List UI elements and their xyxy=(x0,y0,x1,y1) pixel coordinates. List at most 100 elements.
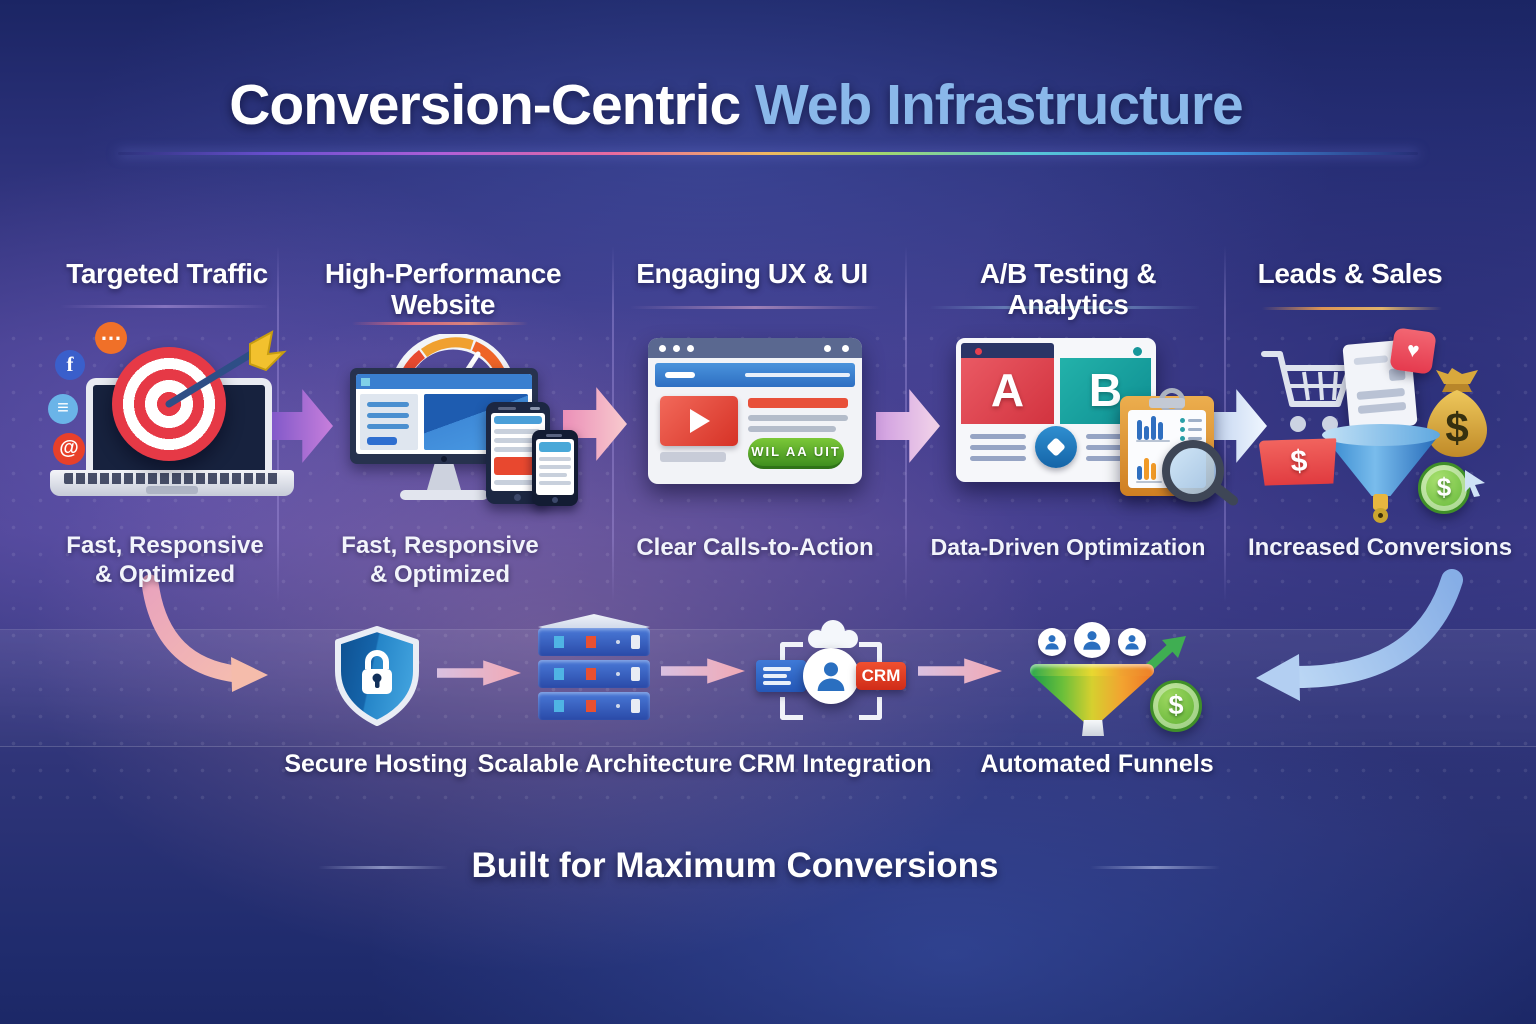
monitor-logo-chip xyxy=(361,378,370,386)
cloud-icon xyxy=(808,620,858,648)
lead-avatar xyxy=(1118,628,1146,656)
pipeline-label-secure-hosting: Secure Hosting xyxy=(284,750,468,778)
coin-icon: $ xyxy=(1150,680,1202,732)
heading-underline xyxy=(1262,307,1442,310)
pipeline-label-scalable-architecture: Scalable Architecture xyxy=(477,750,733,778)
window-dot xyxy=(687,345,694,352)
funnel-rim xyxy=(1030,664,1154,677)
window-dot xyxy=(1133,347,1142,356)
stage-caption-ab-testing: Data-Driven Optimization xyxy=(930,534,1206,560)
facebook-icon: f xyxy=(55,350,85,380)
curved-arrow-right xyxy=(1256,569,1463,701)
window-dot xyxy=(975,348,982,355)
monitor-screen xyxy=(356,374,532,454)
footer-line-left xyxy=(318,866,448,869)
clipboard-clip xyxy=(1149,398,1185,408)
monitor-camera-dot xyxy=(441,456,447,462)
dollar-sign: $ xyxy=(1445,404,1468,451)
bracket-corner xyxy=(780,697,803,720)
lead-avatar xyxy=(1038,628,1066,656)
cursor-icon xyxy=(1465,470,1485,497)
curved-arrow-left xyxy=(141,574,268,692)
browser-title-bar xyxy=(648,338,862,358)
toggle-diamond-icon xyxy=(1035,426,1077,468)
page-title-main: Conversion-Centric xyxy=(229,73,756,137)
dollar-sign: $ xyxy=(1289,444,1309,479)
footer-tagline: Built for Maximum Conversions xyxy=(471,846,999,885)
monitor-base xyxy=(400,490,488,500)
browser-window-icon: WIL AA UIT xyxy=(648,338,862,484)
page-title-accent: Web Infrastructure xyxy=(755,73,1244,137)
lead-avatar xyxy=(1074,622,1110,658)
price-tag-icon: $ xyxy=(1258,435,1339,488)
stage-heading-engaging-ux: Engaging UX & UI xyxy=(636,258,868,289)
play-button-icon xyxy=(690,409,710,433)
high-performance-illustration xyxy=(340,330,590,515)
heading-underline xyxy=(630,306,880,309)
crm-badge: CRM xyxy=(856,662,906,690)
dart-icon xyxy=(165,330,287,408)
server-unit xyxy=(538,660,650,688)
person-icon xyxy=(1045,635,1059,650)
variant-a-panel: A xyxy=(961,358,1054,424)
stage-caption-engaging-ux: Clear Calls-to-Action xyxy=(636,534,874,561)
cta-button: WIL AA UIT xyxy=(748,438,844,469)
tablet-home-button xyxy=(514,494,521,501)
facebook-glyph: f xyxy=(66,352,74,376)
stage-caption-targeted-traffic: Fast, Responsive & Optimized xyxy=(66,532,264,588)
chat-glyph: … xyxy=(100,320,122,345)
at-glyph: @ xyxy=(59,437,79,459)
laptop-touchpad xyxy=(146,486,198,494)
phone-icon xyxy=(532,430,578,506)
heart-glyph: ♥ xyxy=(1405,338,1421,363)
bracket-corner xyxy=(859,697,882,720)
monitor-stand xyxy=(427,464,461,490)
heading-underline xyxy=(930,306,1200,309)
window-dot xyxy=(659,345,666,352)
menu-glyph: ≡ xyxy=(57,397,69,419)
title-divider xyxy=(118,152,1418,155)
laptop-keys xyxy=(64,473,280,484)
chat-bubble-icon: … xyxy=(95,322,127,354)
server-unit xyxy=(538,692,650,720)
person-icon xyxy=(817,662,845,691)
funnel-stem xyxy=(1082,720,1104,736)
crm-integration-icon: CRM xyxy=(756,620,906,726)
footer-line-right xyxy=(1090,866,1220,869)
stage-caption-leads-sales: Increased Conversions xyxy=(1247,534,1513,561)
phone-home-button xyxy=(552,497,558,503)
automated-funnel-icon: $ xyxy=(1022,618,1202,740)
pipeline-label-crm-integration: CRM Integration xyxy=(738,750,932,778)
menu-bubble-icon: ≡ xyxy=(48,394,78,424)
contact-card-icon xyxy=(756,660,806,692)
analytics-clipboard-icon xyxy=(1120,388,1241,508)
diamond-glyph xyxy=(1046,437,1066,457)
person-icon xyxy=(1083,631,1101,650)
stage-heading-targeted-traffic: Targeted Traffic xyxy=(66,258,268,289)
stage-heading-high-performance: High-Performance Website xyxy=(324,258,562,321)
bracket-corner xyxy=(859,642,882,665)
money-bag-icon: $ xyxy=(1427,368,1487,457)
browser-nav-bar xyxy=(655,363,855,387)
dollar-sign: $ xyxy=(1436,472,1452,502)
monitor-sidebar xyxy=(360,394,418,450)
window-dot xyxy=(842,345,849,352)
targeted-traffic-illustration: … f ≡ @ xyxy=(40,322,320,515)
at-icon: @ xyxy=(53,433,85,465)
heading-underline xyxy=(352,322,528,325)
variant-a-header xyxy=(961,343,1054,358)
bracket-corner xyxy=(780,642,803,665)
stage-heading-leads-sales: Leads & Sales xyxy=(1257,258,1443,289)
dollar-sign: $ xyxy=(1168,690,1184,720)
window-dot xyxy=(673,345,680,352)
page-title: Conversion-Centric Web Infrastructure xyxy=(168,72,1304,138)
server-stack-icon xyxy=(536,614,652,722)
monitor-header-bar xyxy=(356,374,532,389)
heading-underline xyxy=(60,305,270,308)
funnel-body xyxy=(1033,676,1151,722)
server-unit xyxy=(538,628,650,656)
magnifier-icon xyxy=(1162,440,1224,502)
phone-screen xyxy=(536,439,574,495)
